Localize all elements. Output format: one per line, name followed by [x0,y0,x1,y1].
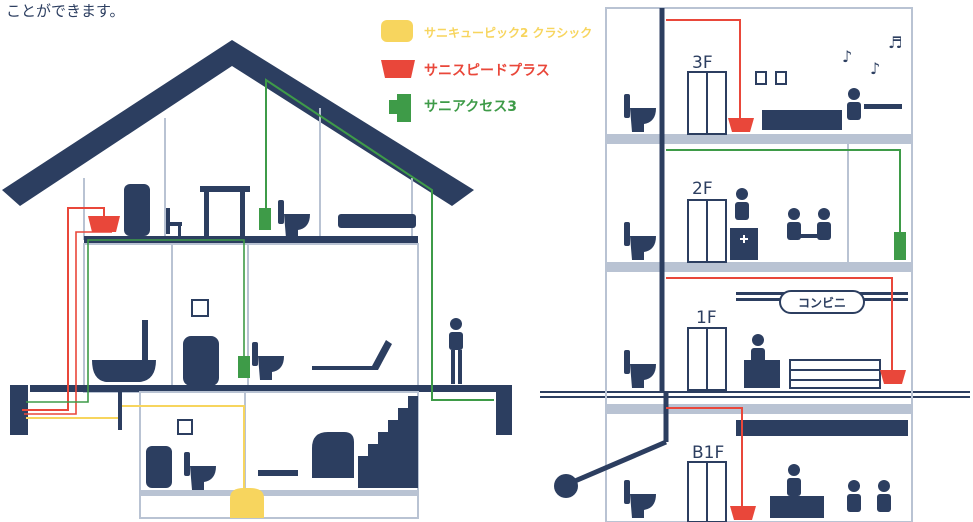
caption-text: ことができます。 [6,2,125,20]
svg-text:♬: ♬ [888,33,902,52]
konbini-sign-label: コンビニ [798,295,846,310]
house [2,40,512,519]
floor-label-1f: 1F [696,308,717,328]
floor-label-2f: 2F [692,179,713,199]
toilet-icon [278,200,310,238]
konbini-sign [779,290,865,314]
svg-text:♪: ♪ [870,59,880,78]
legend-label-access: サニアクセス3 [424,99,517,115]
bathtub-icon [92,360,156,382]
legend-swatch-classic [381,20,413,42]
legend-swatch-speed [381,60,415,78]
building: 3F 2F 1F B1F ♪ ♪ ♬ [540,7,970,522]
floor-label-3f: 3F [692,53,713,73]
bed-icon [338,214,416,228]
person-icon [449,318,463,350]
floor-label-b1f: B1F [692,443,724,463]
legend-swatch-access [397,94,411,122]
music-note-icon: ♪ [842,47,852,66]
house-roof-icon [2,40,474,206]
legend-label-classic: サニキューピック2 クラシック [424,26,592,40]
legend: サニキューピック2 クラシック サニスピードプラス サニアクセス3 [381,20,592,122]
legend-label-speed: サニスピードプラス [424,63,550,79]
